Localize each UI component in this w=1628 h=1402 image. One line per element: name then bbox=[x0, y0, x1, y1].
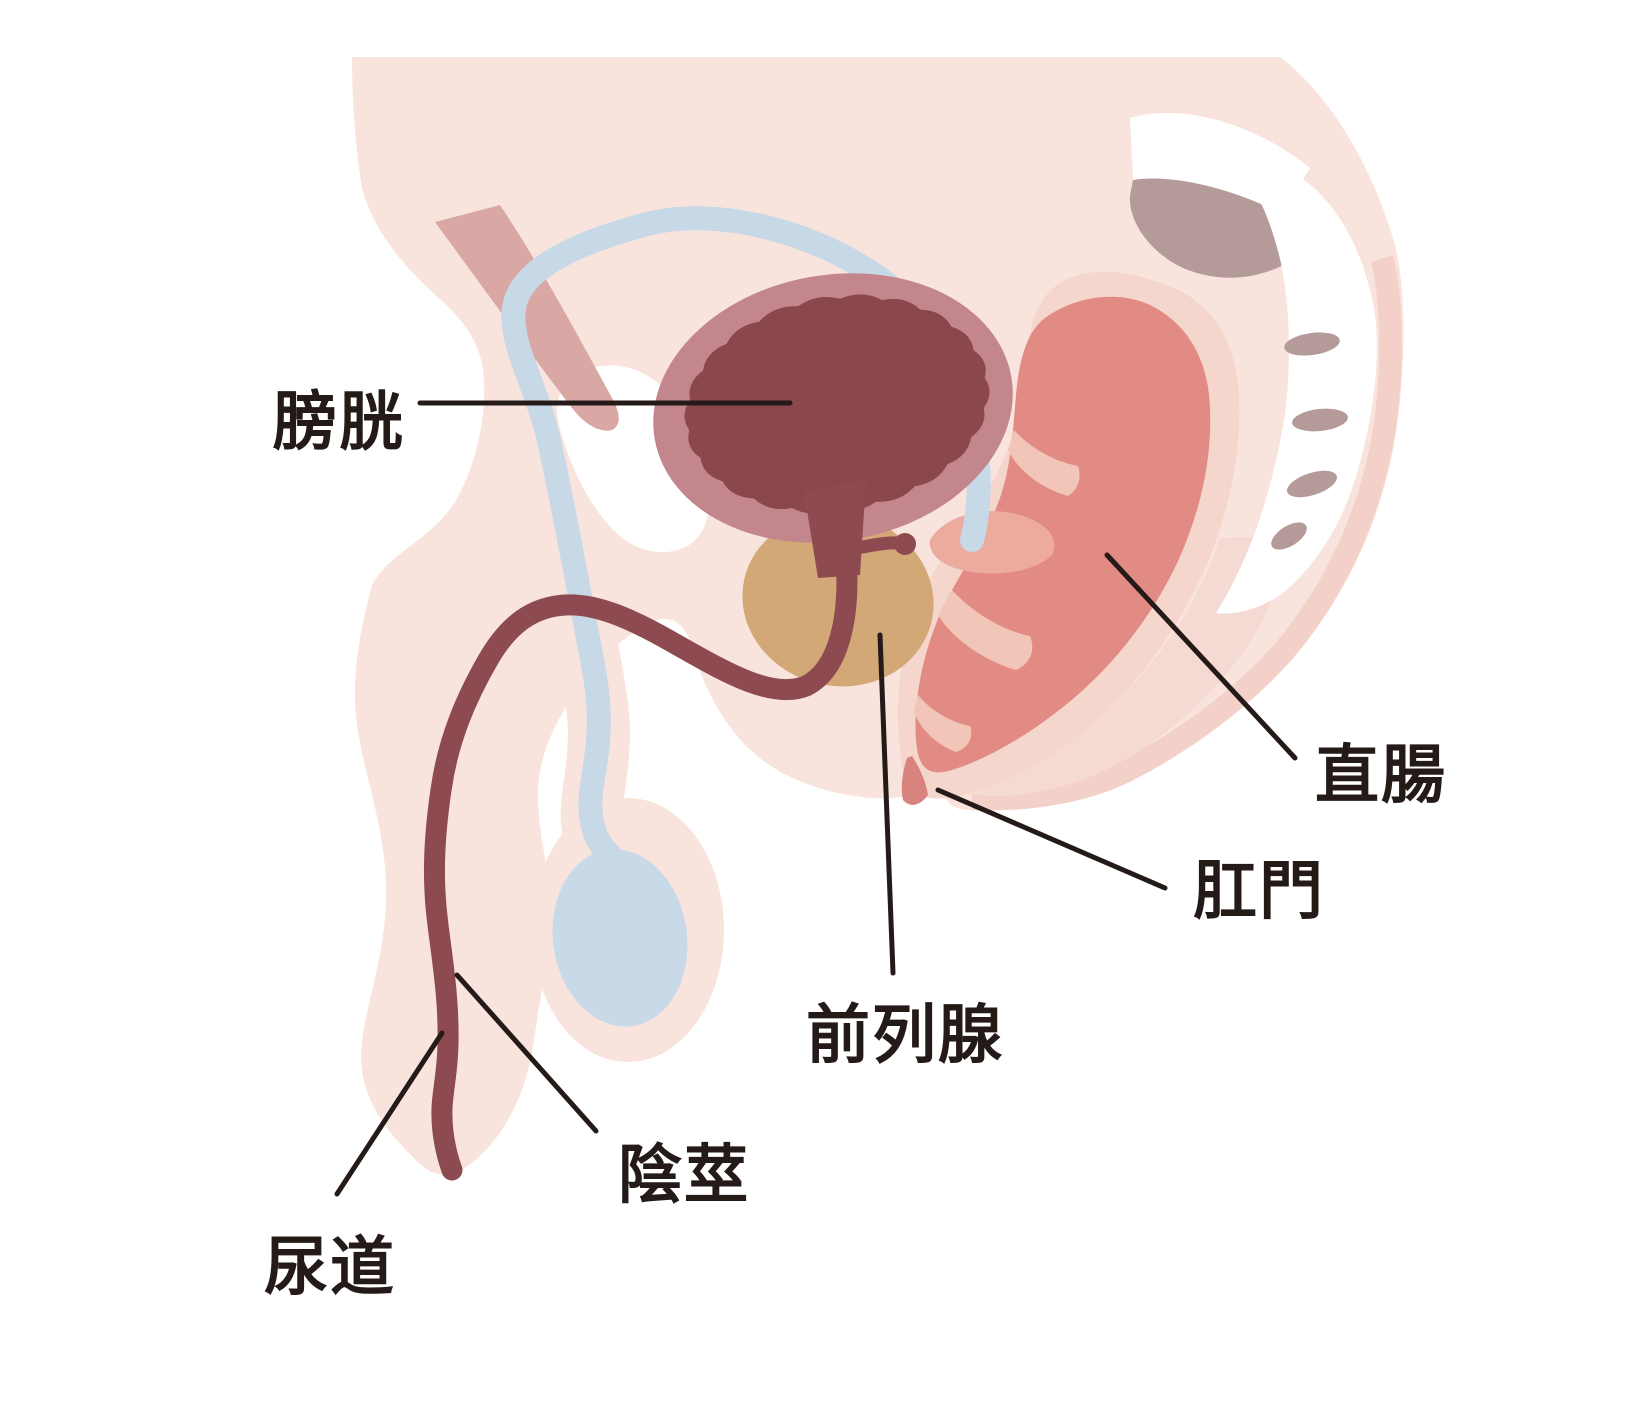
sacrum-bone bbox=[1216, 171, 1377, 614]
label-penis: 陰莖 bbox=[618, 1139, 750, 1211]
sacrum-disc-band bbox=[1129, 178, 1307, 278]
rectum-ridge-upper bbox=[1008, 430, 1080, 496]
rectum-ridge-middle bbox=[938, 590, 1033, 670]
disc-3 bbox=[1287, 470, 1337, 498]
vas-hook bbox=[839, 536, 905, 557]
anus bbox=[901, 756, 928, 805]
label-anus: 肛門 bbox=[1193, 855, 1325, 927]
disc-1 bbox=[1284, 332, 1340, 356]
muscle-band bbox=[435, 205, 619, 431]
leader-rectum bbox=[1104, 552, 1298, 761]
leader-anus bbox=[935, 787, 1168, 891]
label-bladder: 膀胱 bbox=[273, 386, 405, 458]
vertebral-discs bbox=[1271, 332, 1348, 550]
label-rectum: 直腸 bbox=[1315, 739, 1447, 811]
disc-2 bbox=[1292, 408, 1348, 432]
leader-urethra bbox=[334, 1030, 445, 1197]
leader-penis bbox=[454, 972, 599, 1134]
rectum-ridges bbox=[914, 430, 1080, 752]
label-prostate: 前列腺 bbox=[806, 999, 1004, 1071]
buttock-shade bbox=[967, 536, 1288, 797]
rectum-ridge-lower bbox=[914, 695, 972, 752]
disc-4 bbox=[1271, 522, 1307, 550]
urethra-duct bbox=[423, 545, 858, 1181]
vas-hook-bulb bbox=[894, 533, 916, 555]
testis bbox=[552, 849, 688, 1027]
labels: 膀胱 直腸 肛門 前列腺 陰莖 尿道 bbox=[264, 386, 1447, 1303]
label-urethra: 尿道 bbox=[264, 1231, 396, 1303]
leader-prostate bbox=[877, 632, 896, 976]
leader-lines bbox=[334, 400, 1298, 1197]
seminal-vesicle bbox=[929, 511, 1055, 574]
bladder-inner bbox=[684, 294, 990, 514]
